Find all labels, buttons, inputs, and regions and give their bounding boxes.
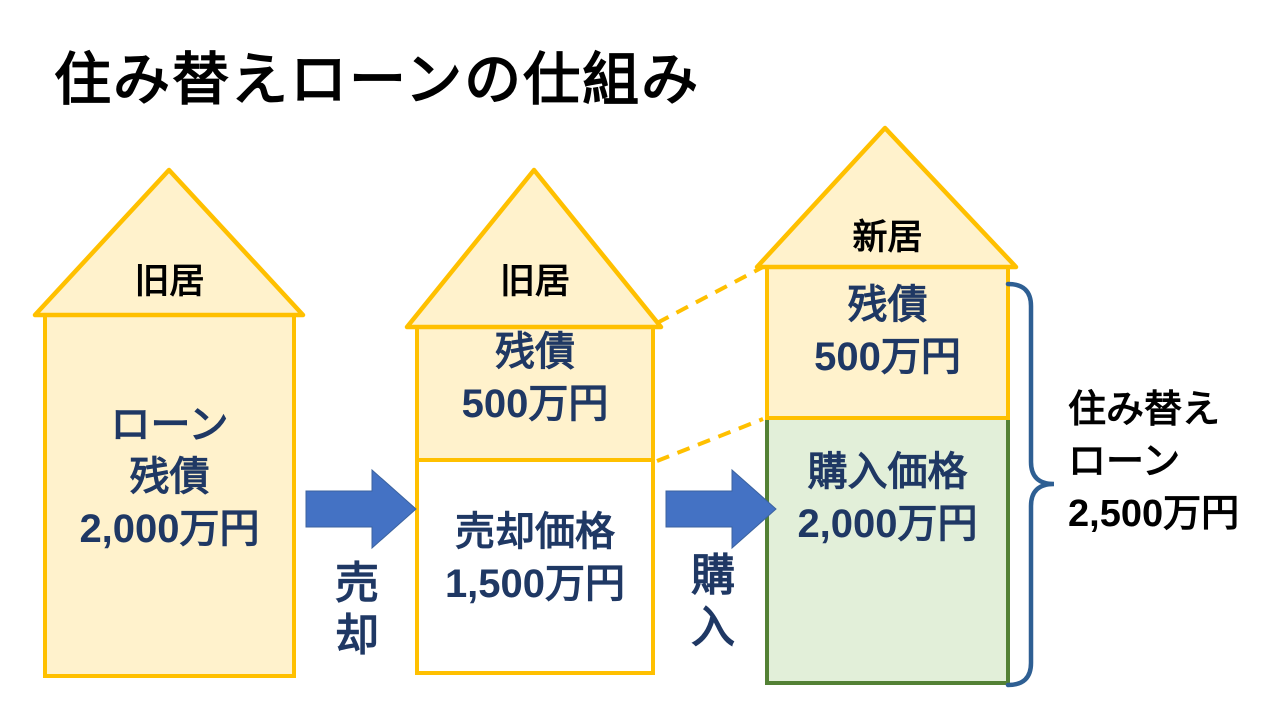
- old-house-roof-label: 旧居: [134, 262, 205, 301]
- sell-arrow-icon: [305, 468, 417, 550]
- buy-arrow-icon: [665, 468, 777, 550]
- new-house-remaining-debt-box: [765, 265, 1010, 420]
- dashed-connector-bottom: [656, 417, 764, 463]
- old-house-after-roof-label: 旧居: [499, 262, 570, 301]
- old-house-remaining-debt-value: 残債 500万円: [415, 326, 655, 430]
- loan-line-1: ローン: [110, 403, 229, 447]
- total-loan-line-3: 2,500万円: [1068, 493, 1240, 535]
- dashed-connector-top: [656, 265, 764, 325]
- old-house-sale-price-box: [415, 462, 655, 675]
- sale-line-1: 売却価格: [455, 510, 615, 554]
- total-loan-line-1: 住み替え: [1068, 389, 1221, 431]
- sale-line-2: 1,500万円: [444, 562, 626, 606]
- buy-arrow-label: 購入: [691, 551, 735, 652]
- new-house-purchase-price-value: 購入価格 2,000万円: [765, 446, 1010, 550]
- new-debt-line-1: 残債: [847, 283, 928, 327]
- total-loan-label: 住み替え ローン 2,500万円: [1068, 384, 1278, 540]
- purchase-line-1: 購入価格: [807, 450, 968, 494]
- debt-line-2: 500万円: [461, 382, 609, 426]
- total-loan-brace: [1005, 281, 1055, 688]
- new-debt-line-2: 500万円: [814, 335, 961, 379]
- page-title: 住み替えローンの仕組み: [54, 48, 701, 112]
- loan-line-2: 残債: [129, 455, 210, 499]
- total-loan-line-2: ローン: [1068, 441, 1181, 483]
- new-house-remaining-debt-value: 残債 500万円: [765, 279, 1010, 383]
- purchase-line-2: 2,000万円: [797, 502, 978, 546]
- old-house-remaining-debt-box: [415, 325, 655, 462]
- old-house-sale-price-value: 売却価格 1,500万円: [415, 506, 655, 610]
- debt-line-1: 残債: [495, 330, 575, 374]
- new-house-roof-label: 新居: [852, 218, 923, 257]
- sell-arrow-label: 売却: [335, 559, 379, 660]
- old-house-loan-value: ローン 残債 2,000万円: [43, 399, 296, 555]
- old-house-loan-box: [43, 313, 296, 678]
- loan-line-3: 2,000万円: [79, 507, 260, 551]
